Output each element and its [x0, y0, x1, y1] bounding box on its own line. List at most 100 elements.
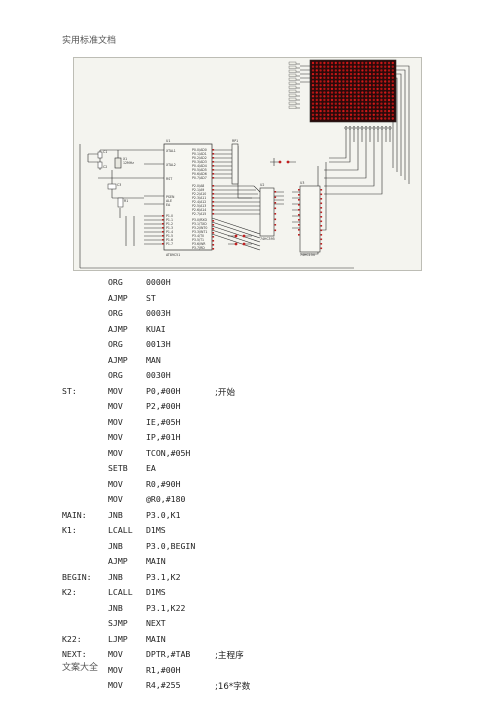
- led-dot: [372, 91, 375, 94]
- pin-marker: [162, 235, 164, 237]
- led-dot: [357, 95, 360, 98]
- pin-p13: P1.3: [166, 226, 173, 230]
- led-dot: [387, 61, 391, 65]
- code-operand: P3.0,BEGIN: [146, 540, 196, 551]
- pin-marker: [274, 191, 277, 193]
- led-dot: [376, 87, 379, 91]
- led-dot: [323, 76, 326, 79]
- led-dot: [353, 87, 356, 91]
- led-dot: [384, 106, 387, 109]
- code-opcode: MOV: [108, 664, 123, 675]
- led-dot: [311, 72, 315, 76]
- led-dot: [311, 91, 315, 94]
- code-operand: NEXT: [146, 618, 166, 628]
- pin-rst: RST: [166, 177, 172, 181]
- led-dot: [368, 98, 372, 102]
- led-dot: [319, 84, 322, 87]
- led-dot: [372, 95, 375, 98]
- led-dot: [387, 87, 391, 91]
- led-dot: [323, 109, 326, 113]
- led-dot: [387, 95, 391, 98]
- code-label: K2:: [62, 587, 77, 597]
- led-dot: [387, 106, 391, 109]
- pin-psen: PSEN: [166, 195, 175, 199]
- led-dot: [372, 61, 375, 65]
- led-dot: [384, 84, 387, 87]
- code-operand: R0,#90H: [146, 478, 181, 489]
- pin-marker: [320, 225, 323, 227]
- code-line: JNB P3.1,K22: [62, 603, 362, 619]
- code-operand: 0000H: [146, 277, 171, 287]
- led-dot: [327, 95, 330, 98]
- led-dot: [380, 84, 383, 87]
- led-dot: [334, 84, 337, 87]
- led-dot: [338, 113, 341, 116]
- led-dot: [387, 80, 391, 83]
- led-dot: [391, 106, 394, 109]
- led-dot: [349, 61, 353, 65]
- led-dot: [391, 113, 394, 116]
- led-dot: [330, 69, 334, 72]
- led-dot: [357, 72, 360, 76]
- switch-contact: [286, 160, 290, 164]
- led-dot: [323, 95, 326, 98]
- pin-marker: [320, 211, 323, 214]
- led-dot: [323, 117, 326, 120]
- code-opcode: AJMP: [108, 354, 128, 365]
- led-dot: [319, 65, 322, 68]
- led-dot: [361, 65, 364, 68]
- code-operand: P3.1,K22: [146, 602, 186, 613]
- led-dot: [391, 87, 394, 91]
- pin-marker: [298, 189, 300, 191]
- pin-marker: [320, 207, 323, 209]
- led-dot: [361, 113, 364, 116]
- led-dot: [334, 91, 337, 94]
- code-comment: ;开始: [215, 387, 236, 398]
- led-dot: [368, 109, 372, 113]
- label-crystal-ref: X1: [123, 157, 127, 161]
- led-dot: [353, 95, 356, 98]
- led-dot: [368, 65, 372, 68]
- led-dot: [365, 91, 368, 94]
- code-opcode: LCALL: [108, 525, 133, 535]
- led-dot: [376, 69, 379, 72]
- led-dot: [342, 113, 345, 116]
- led-dot: [376, 61, 379, 65]
- led-dot: [387, 76, 391, 79]
- led-dot: [346, 69, 349, 72]
- led-dot: [327, 61, 330, 65]
- code-opcode: AJMP: [108, 292, 128, 303]
- pin-marker: [298, 199, 300, 201]
- code-label: MAIN:: [62, 509, 87, 520]
- pin-marker: [212, 240, 215, 242]
- matrix-pin: [288, 73, 297, 77]
- led-dot: [349, 113, 353, 116]
- pin-marker: [298, 204, 300, 206]
- pin-marker: [320, 198, 323, 200]
- code-label: BEGIN:: [62, 571, 92, 582]
- led-dot: [346, 80, 349, 83]
- led-dot: [319, 61, 322, 65]
- code-opcode: JNB: [108, 602, 123, 613]
- led-dot: [346, 109, 349, 113]
- led-dot: [391, 80, 394, 83]
- led-dot: [365, 113, 368, 116]
- led-dot: [342, 69, 345, 72]
- led-dot: [319, 87, 322, 91]
- led-dot: [327, 117, 330, 120]
- matrix-pin: [288, 77, 297, 81]
- resistor-r1: [117, 197, 124, 208]
- led-dot: [353, 106, 356, 109]
- led-dot: [357, 84, 360, 87]
- led-dot: [334, 76, 337, 79]
- pin-p22: P2.2/A10: [192, 192, 206, 196]
- pin-p26: P2.6/A14: [192, 208, 206, 212]
- led-dot: [357, 102, 360, 105]
- led-dot: [349, 109, 353, 113]
- pin-p17: P1.7: [166, 242, 173, 246]
- led-dot: [327, 106, 330, 109]
